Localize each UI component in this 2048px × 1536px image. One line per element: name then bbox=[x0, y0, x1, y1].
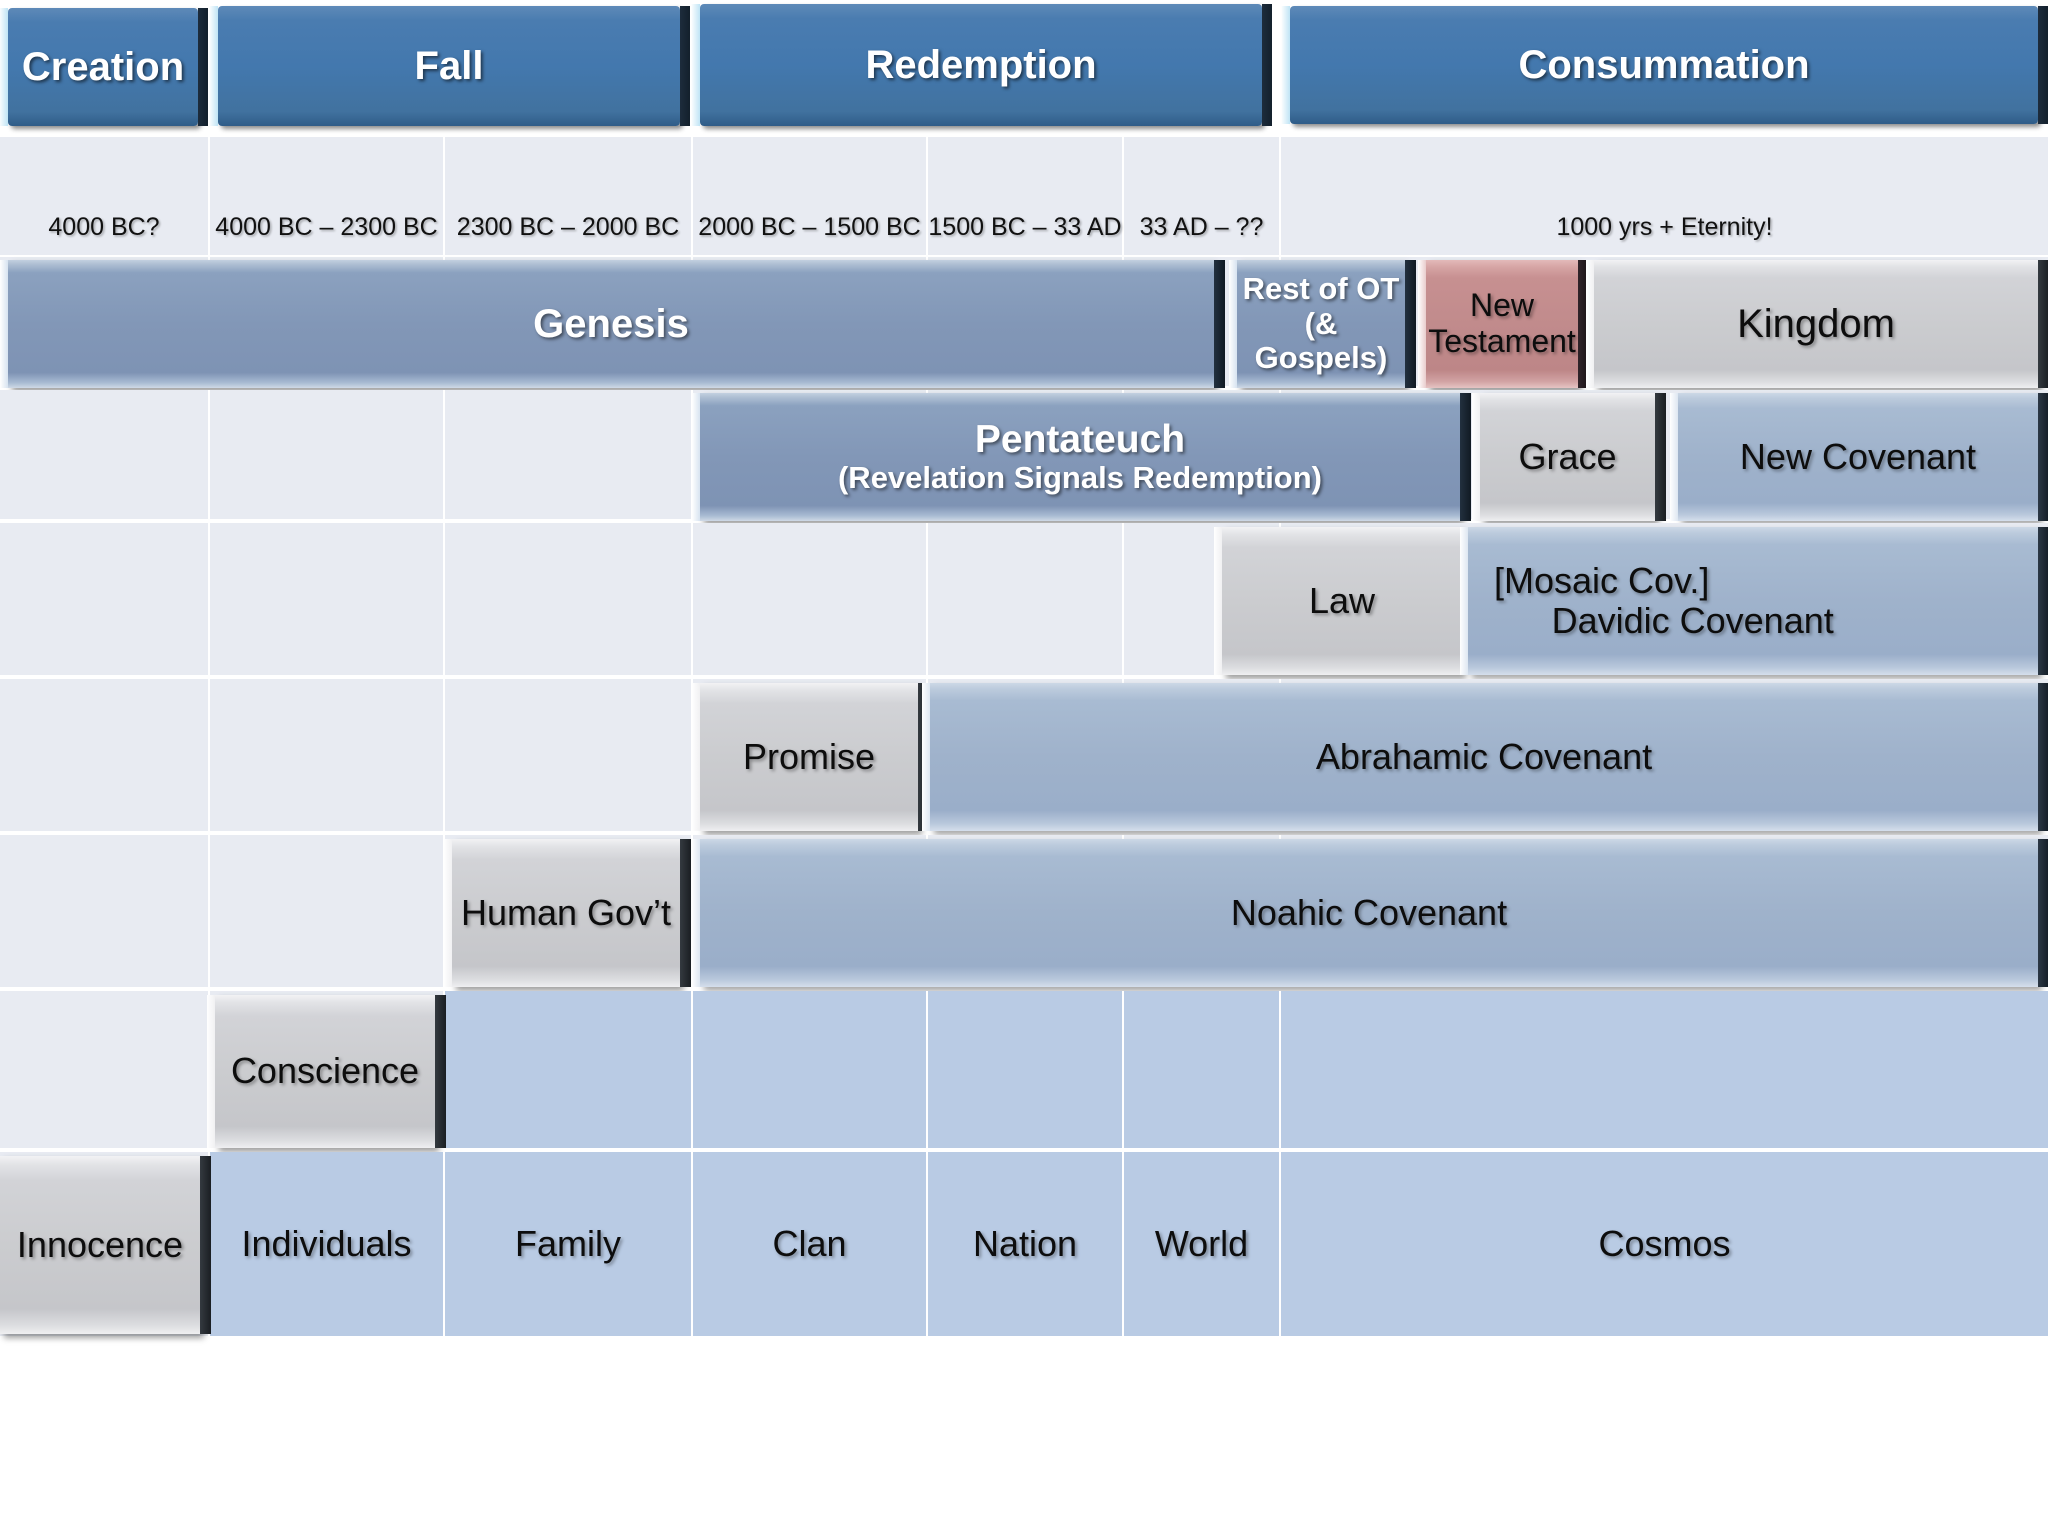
grid-fill-b2 bbox=[210, 390, 445, 521]
header-creation-label: Creation bbox=[21, 44, 185, 89]
date-cell-6: 33 AD – ?? bbox=[1124, 137, 1281, 255]
grid-fill-c4 bbox=[693, 523, 928, 677]
bar-kingdom[interactable]: Kingdom bbox=[1586, 260, 2048, 388]
grid-fill-b1 bbox=[0, 390, 210, 521]
bar-abrahamic-covenant-label: Abrahamic Covenant bbox=[1315, 735, 1653, 777]
grid-fill-d1 bbox=[0, 679, 210, 833]
date-label-4: 2000 BC – 1500 BC bbox=[698, 213, 921, 241]
scope-label-world: World bbox=[1154, 1222, 1249, 1264]
date-label-3: 2300 BC – 2000 BC bbox=[456, 213, 680, 241]
grid-fill-e1 bbox=[0, 835, 210, 989]
bar-genesis[interactable]: Genesis bbox=[0, 260, 1225, 388]
grid-fill-f1 bbox=[0, 991, 210, 1150]
bar-innocence-label: Innocence bbox=[16, 1223, 184, 1265]
date-cell-5: 1500 BC – 33 AD bbox=[928, 137, 1124, 255]
grid-fill-f7 bbox=[1281, 991, 2048, 1150]
bar-human-government-label: Human Gov’t bbox=[460, 891, 672, 933]
grid-fill-f5 bbox=[928, 991, 1124, 1150]
grid-fill-d3 bbox=[445, 679, 693, 833]
date-cell-7: 1000 yrs + Eternity! bbox=[1281, 137, 2048, 255]
grid-fill-f6 bbox=[1124, 991, 1281, 1150]
bar-mosaic-davidic[interactable]: [Mosaic Cov.] Davidic Covenant bbox=[1460, 527, 2048, 675]
header-redemption[interactable]: Redemption bbox=[691, 4, 1272, 126]
date-label-5: 1500 BC – 33 AD bbox=[928, 213, 1122, 241]
bar-davidic-label: Davidic Covenant bbox=[1551, 600, 1834, 641]
bar-conscience[interactable]: Conscience bbox=[207, 995, 446, 1148]
bar-promise[interactable]: Promise bbox=[692, 683, 929, 831]
date-cell-2: 4000 BC – 2300 BC bbox=[210, 137, 445, 255]
grid-fill-b3 bbox=[445, 390, 693, 521]
header-consummation[interactable]: Consummation bbox=[1281, 6, 2048, 124]
date-cell-4: 2000 BC – 1500 BC bbox=[693, 137, 928, 255]
date-label-7: 1000 yrs + Eternity! bbox=[1556, 213, 1773, 241]
bar-abrahamic-covenant[interactable]: Abrahamic Covenant bbox=[922, 683, 2048, 831]
header-fall[interactable]: Fall bbox=[209, 6, 690, 126]
grid-fill-f3 bbox=[445, 991, 693, 1150]
scope-cell-family: Family bbox=[445, 1152, 693, 1336]
bar-pentateuch[interactable]: Pentateuch (Revelation Signals Redemptio… bbox=[692, 393, 1471, 521]
bar-innocence[interactable]: Innocence bbox=[0, 1156, 211, 1334]
bar-new-covenant[interactable]: New Covenant bbox=[1670, 393, 2048, 521]
grid-fill-c5 bbox=[928, 523, 1124, 677]
header-fall-label: Fall bbox=[414, 43, 484, 88]
bar-new-testament-line1: New bbox=[1469, 287, 1534, 324]
bar-new-testament[interactable]: New Testament bbox=[1418, 260, 1589, 388]
bar-noahic-covenant-label: Noahic Covenant bbox=[1230, 891, 1508, 933]
scope-cell-individuals: Individuals bbox=[210, 1152, 445, 1336]
bar-conscience-label: Conscience bbox=[230, 1050, 420, 1092]
bar-rest-of-ot-line2: (& Gospels) bbox=[1254, 305, 1388, 376]
bar-new-testament-line2: Testament bbox=[1428, 323, 1576, 359]
date-cell-1: 4000 BC? bbox=[0, 137, 210, 255]
header-consummation-label: Consummation bbox=[1518, 42, 1810, 87]
bar-pentateuch-line2: (Revelation Signals Redemption) bbox=[837, 460, 1322, 496]
bar-law-label: Law bbox=[1308, 579, 1376, 621]
scope-cell-world: World bbox=[1124, 1152, 1281, 1336]
header-creation[interactable]: Creation bbox=[0, 8, 208, 126]
header-redemption-label: Redemption bbox=[865, 42, 1097, 87]
bar-mosaic-label: [Mosaic Cov.] bbox=[1494, 559, 1710, 601]
bar-grace-label: Grace bbox=[1518, 435, 1617, 477]
scope-label-family: Family bbox=[515, 1222, 621, 1264]
date-cell-3: 2300 BC – 2000 BC bbox=[445, 137, 693, 255]
scope-cell-nation: Nation bbox=[928, 1152, 1124, 1336]
scope-label-cosmos: Cosmos bbox=[1598, 1222, 1731, 1264]
scope-cell-clan: Clan bbox=[693, 1152, 928, 1336]
bar-genesis-label: Genesis bbox=[533, 301, 689, 346]
scope-cell-cosmos: Cosmos bbox=[1281, 1152, 2048, 1336]
scope-label-nation: Nation bbox=[972, 1222, 1078, 1264]
bar-rest-of-ot[interactable]: Rest of OT (& Gospels) bbox=[1229, 260, 1416, 388]
date-label-1: 4000 BC? bbox=[48, 213, 160, 241]
bar-new-covenant-label: New Covenant bbox=[1739, 435, 1977, 477]
bar-pentateuch-line1: Pentateuch bbox=[974, 417, 1186, 461]
date-label-6: 33 AD – ?? bbox=[1139, 213, 1264, 241]
grid-fill-d2 bbox=[210, 679, 445, 833]
bar-human-government[interactable]: Human Gov’t bbox=[444, 839, 691, 987]
grid-fill-e2 bbox=[210, 835, 445, 989]
scope-label-clan: Clan bbox=[772, 1222, 847, 1264]
date-label-2: 4000 BC – 2300 BC bbox=[215, 213, 438, 241]
bar-promise-label: Promise bbox=[742, 735, 876, 777]
bar-law[interactable]: Law bbox=[1214, 527, 1473, 675]
bar-noahic-covenant[interactable]: Noahic Covenant bbox=[692, 839, 2048, 987]
bar-grace[interactable]: Grace bbox=[1472, 393, 1666, 521]
grid-fill-c2 bbox=[210, 523, 445, 677]
grid-fill-c3 bbox=[445, 523, 693, 677]
grid-fill-f4 bbox=[693, 991, 928, 1150]
bar-rest-of-ot-line1: Rest of OT bbox=[1242, 270, 1400, 306]
bar-kingdom-label: Kingdom bbox=[1737, 301, 1895, 346]
grid-fill-c1 bbox=[0, 523, 210, 677]
scope-label-individuals: Individuals bbox=[241, 1222, 412, 1264]
